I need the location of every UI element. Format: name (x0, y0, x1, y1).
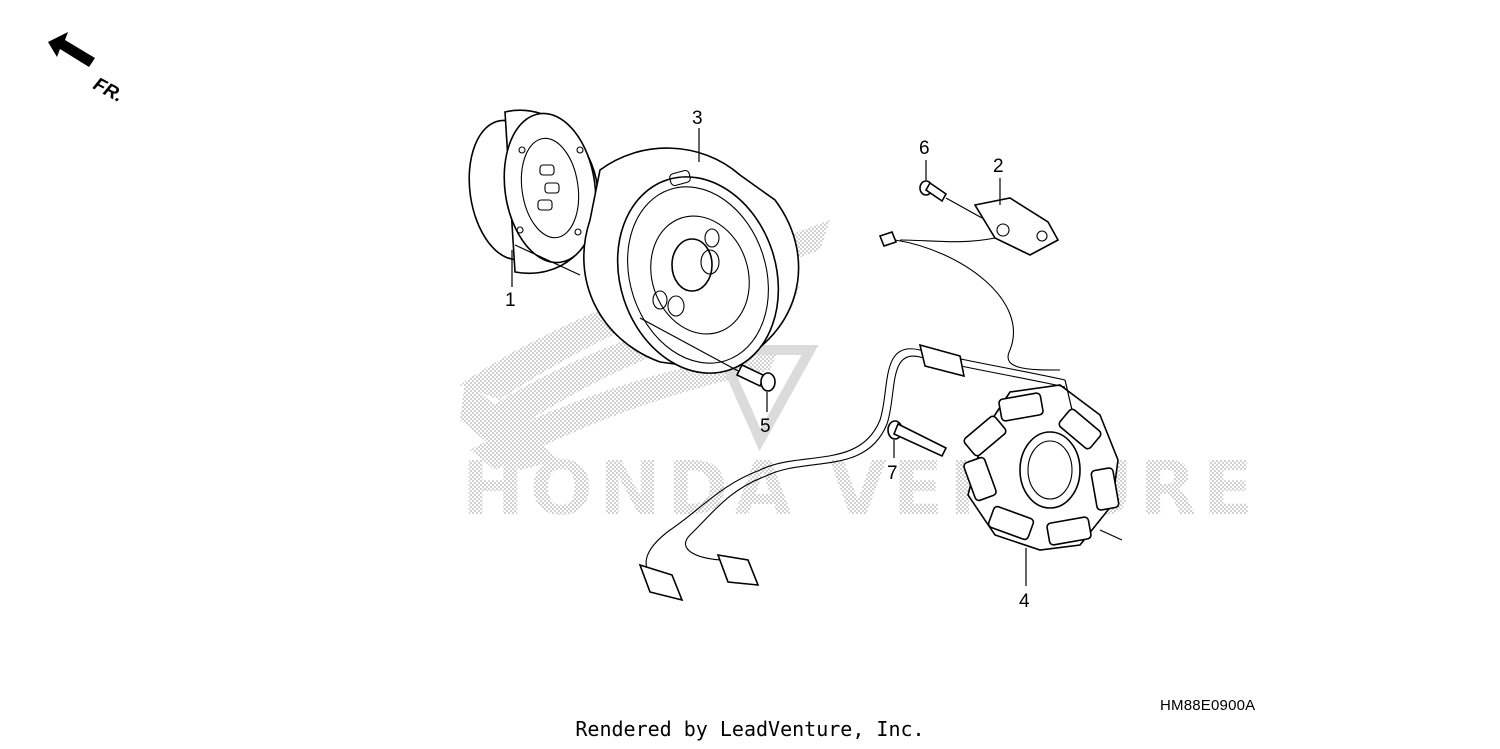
honda-wing-watermark: HONDA VENTURE (460, 220, 1259, 532)
credit-text: Rendered by LeadVenture, Inc. (575, 717, 925, 741)
direction-label: FR. (90, 74, 127, 107)
part-6-bolt[interactable] (919, 180, 983, 219)
stator-wire-harness (638, 343, 1073, 602)
part-2-pulse-generator[interactable] (899, 197, 1060, 256)
callout-1: 1 (505, 290, 516, 311)
pulse-generator-wire (878, 231, 1061, 371)
part-3-flywheel[interactable] (583, 147, 803, 394)
front-direction-arrow-icon: FR. (48, 32, 127, 107)
callout-2: 2 (993, 156, 1004, 177)
callout-3: 3 (692, 108, 703, 129)
diagram-code: HM88E0900A (1160, 697, 1256, 714)
part-5-flywheel-bolt[interactable] (639, 317, 776, 392)
part-7-stator-bolt[interactable] (887, 420, 948, 458)
callout-6: 6 (919, 138, 930, 159)
watermark-text: HONDA VENTURE (462, 446, 1259, 532)
callout-5: 5 (760, 416, 771, 437)
part-1-starter-clutch[interactable] (461, 107, 605, 275)
callout-7: 7 (887, 463, 898, 484)
callout-4: 4 (1019, 591, 1030, 612)
part-4-stator[interactable] (963, 384, 1123, 551)
